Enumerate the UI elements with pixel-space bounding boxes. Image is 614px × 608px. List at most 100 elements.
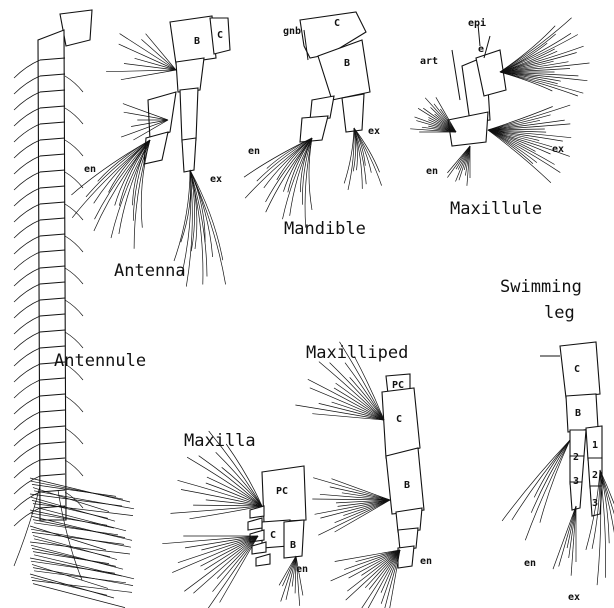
seta-stroke (344, 128, 354, 183)
seta-stroke (14, 444, 40, 462)
seta-stroke (65, 460, 83, 476)
seta-stroke (30, 558, 122, 576)
seta-stroke (344, 550, 400, 570)
seta-stroke (204, 536, 258, 570)
seta-stroke (500, 72, 552, 91)
leg-endopod-label: en (524, 558, 536, 569)
seta-stroke (369, 550, 400, 590)
seta-stroke (559, 506, 576, 567)
seta-stroke (14, 140, 40, 158)
seta-stroke (14, 348, 40, 366)
maxilla-drawing (162, 431, 306, 608)
antennule-drawing (14, 10, 134, 608)
seta-stroke (318, 500, 390, 535)
seta-stroke (14, 156, 40, 174)
seta-stroke (32, 532, 124, 544)
seta-stroke (33, 520, 125, 538)
seta-stroke (33, 584, 125, 608)
maxillule-epipodite-label: epi (468, 17, 486, 29)
seta-stroke (95, 140, 151, 219)
antennule-title: Antennule (54, 351, 146, 371)
seta-stroke (32, 580, 132, 592)
antenna-exopod-label: ex (210, 174, 222, 185)
maxilla-endopod-label: en (296, 564, 308, 575)
mandible-endopod-label: en (248, 146, 260, 157)
seta-stroke (65, 204, 83, 220)
seta-stroke (217, 536, 258, 579)
seta-stroke (347, 550, 400, 591)
maxillule-drawing (410, 18, 589, 186)
seta-stroke (14, 364, 40, 382)
seta-stroke (190, 170, 226, 284)
seta-stroke (296, 556, 303, 595)
seta-stroke (540, 440, 570, 523)
seta-stroke (14, 236, 40, 254)
maxilla-title: Maxilla (184, 431, 256, 451)
leg-exopod-seg3-label: 3 (592, 498, 598, 509)
seta-stroke (14, 332, 40, 350)
mandible-drawing (244, 12, 382, 228)
maxilliped-coxa-label: C (396, 414, 402, 425)
seta-stroke (14, 124, 40, 142)
seta-stroke (65, 140, 83, 156)
maxillule-exite-label: e (478, 44, 484, 55)
seta-stroke (14, 108, 40, 126)
leg-exopod-label: ex (568, 592, 580, 603)
seta-stroke (14, 412, 40, 430)
seta-stroke (14, 172, 40, 190)
seta-stroke (204, 536, 258, 608)
maxilliped-endopod-label: en (420, 556, 432, 567)
seta-stroke (65, 268, 83, 284)
seta-stroke (178, 536, 258, 563)
seta-stroke (65, 300, 83, 316)
seta-stroke (31, 529, 131, 547)
seta-stroke (14, 92, 40, 110)
seta-stroke (14, 396, 40, 414)
mandible-title: Mandible (284, 219, 366, 239)
seta-stroke (488, 105, 570, 130)
seta-stroke (335, 500, 390, 532)
seta-stroke (248, 518, 262, 530)
seta-stroke (65, 108, 83, 124)
seta-stroke (120, 34, 176, 70)
seta-stroke (14, 380, 40, 398)
leg-basis-label: B (575, 408, 581, 419)
seta-stroke (14, 300, 40, 318)
seta-stroke (199, 456, 262, 506)
antenna-drawing (71, 16, 230, 287)
seta-stroke (14, 76, 40, 94)
seta-stroke (187, 457, 262, 506)
seta-stroke (31, 561, 115, 573)
swimming-leg-title-line2: leg (544, 303, 575, 323)
maxillule-endopod-label: en (426, 166, 438, 177)
maxilliped-drawing (295, 342, 424, 608)
seta-stroke (14, 428, 40, 446)
seta-stroke (425, 98, 456, 132)
seta-stroke (65, 396, 83, 412)
swimming-leg-title-line1: Swimming (500, 277, 582, 297)
leg-endopod-seg3-label: 3 (573, 476, 579, 487)
seta-stroke (14, 60, 40, 78)
seta-stroke (65, 172, 83, 188)
leg-exopod-seg2-label: 2 (592, 470, 598, 481)
seta-stroke (381, 550, 400, 604)
mandible-basis-label: B (344, 58, 350, 69)
seta-stroke (309, 138, 312, 210)
leg-coxa-label: C (574, 364, 580, 375)
seta-stroke (286, 556, 296, 600)
seta-stroke (171, 506, 263, 513)
mandible-gnathobase-label: gnb (283, 26, 301, 37)
maxilla-basis-label: B (290, 540, 296, 551)
seta-stroke (569, 506, 576, 558)
maxilliped-title: Maxilliped (306, 343, 408, 363)
seta-stroke (320, 500, 390, 518)
seta-stroke (213, 536, 259, 592)
maxilla-coxa-label: C (270, 530, 276, 541)
antenna-endopod-label: en (84, 164, 96, 175)
seta-stroke (207, 477, 262, 506)
maxillule-exopod-label: ex (552, 144, 564, 155)
leg-endopod-seg2-label: 2 (573, 452, 579, 463)
antenna-basis-label: B (194, 36, 200, 47)
seta-stroke (106, 70, 176, 72)
